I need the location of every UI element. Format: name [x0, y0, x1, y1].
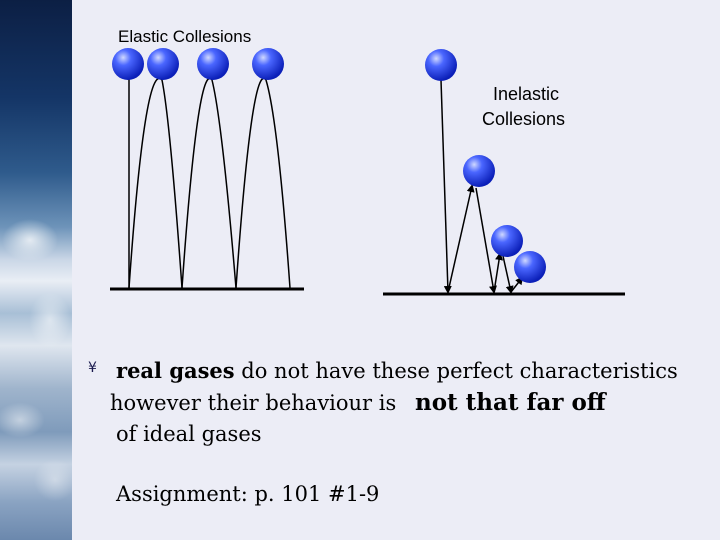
line1-rest: do not have these perfect characteristic…	[234, 359, 678, 383]
bullet-line-3: of ideal gases	[116, 422, 262, 446]
inelastic-title-line1: Inelastic	[493, 84, 559, 104]
assignment-text: Assignment: p. 101 #1-9	[116, 482, 380, 506]
line2-start: however their behaviour is	[110, 391, 397, 415]
bullet-line-1: real gases do not have these perfect cha…	[116, 360, 678, 382]
elastic-ball-4	[252, 48, 284, 80]
inelastic-ball-start	[425, 49, 457, 81]
bullet-line-2: however their behaviour is not that far …	[110, 391, 606, 414]
bullet-icon: ¥	[88, 360, 97, 376]
inelastic-ball-bounce-3	[514, 251, 546, 283]
elastic-ball-2	[147, 48, 179, 80]
elastic-ball-1	[112, 48, 144, 80]
sky-image-strip	[0, 0, 72, 540]
elastic-title: Elastic Collesions	[118, 27, 251, 46]
inelastic-ball-bounce-1	[463, 155, 495, 187]
inelastic-title-line2: Collesions	[482, 109, 565, 129]
not-that-far-off-emphasis: not that far off	[414, 389, 606, 416]
elastic-ball-3	[197, 48, 229, 80]
inelastic-bounce-paths	[440, 79, 524, 294]
real-gases-emphasis: real gases	[116, 358, 235, 383]
elastic-bounce-paths	[128, 68, 291, 289]
inelastic-ball-bounce-2	[491, 225, 523, 257]
